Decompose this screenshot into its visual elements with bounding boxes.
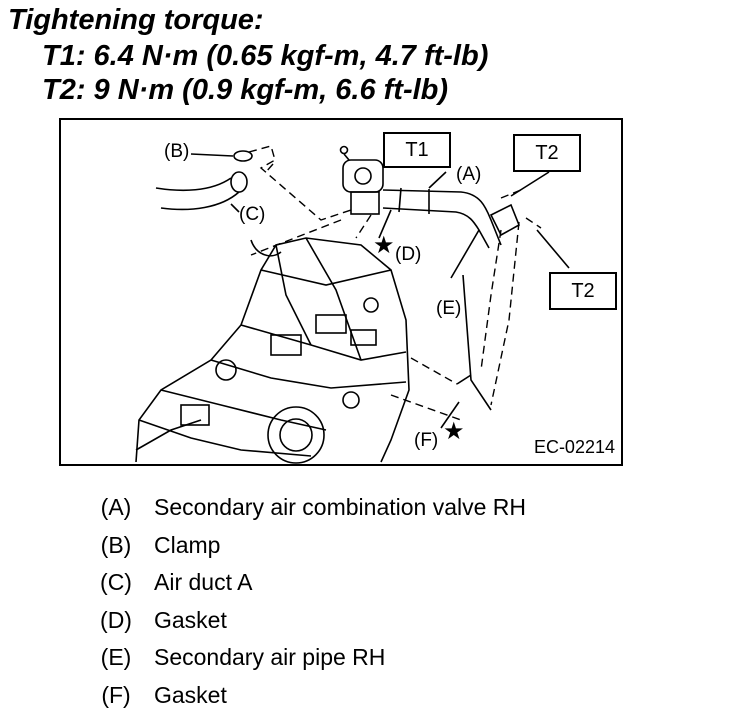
label-b: (B) (164, 141, 190, 162)
star-mark-d: ★ (373, 232, 395, 259)
t1-callout-box: T1 (383, 132, 451, 168)
secondary-air-pipe (382, 189, 502, 246)
legend-text: Clamp (154, 531, 221, 558)
label-d: (D) (395, 244, 422, 265)
label-c: (C) (239, 204, 266, 225)
legend-key: (F) (101, 681, 131, 708)
legend-key: (C) (100, 569, 132, 595)
legend-text: Air duct A (154, 569, 253, 595)
legend-text: Secondary air pipe RH (154, 644, 386, 670)
exploded-view-figure: T1 T2 T2 (B) (C) (A) ★ (D) (E) (F) ★ EC-… (59, 118, 623, 466)
engine-block (135, 237, 410, 463)
legend-key: (A) (100, 494, 132, 520)
label-a: (A) (456, 164, 482, 185)
legend-text: Secondary air combination valve RH (154, 494, 527, 520)
legend-text: Gasket (154, 606, 227, 633)
air-duct-a (155, 177, 232, 192)
engine-drawing (135, 145, 570, 464)
torque-t2-spec: T2: 9 N·m (0.9 kgf-m, 6.6 ft-lb) (42, 74, 449, 106)
t2-callout-box-top: T2 (513, 134, 581, 172)
legend-key: (B) (100, 531, 132, 558)
label-f: (F) (414, 430, 439, 451)
torque-t1-spec: T1: 6.4 N·m (0.65 kgf-m, 4.7 ft-lb) (42, 40, 489, 72)
label-e: (E) (436, 298, 462, 319)
figure-code: EC-02214 (533, 437, 615, 457)
t2-callout-box-bottom: T2 (549, 272, 617, 310)
clamp-b (233, 150, 253, 162)
torque-title: Tightening torque: (8, 4, 264, 36)
star-mark-f: ★ (443, 418, 465, 445)
combination-valve (342, 159, 384, 193)
legend-key: (D) (100, 606, 132, 633)
legend-key: (E) (100, 644, 132, 670)
engine-pulley (267, 406, 325, 464)
legend-text: Gasket (154, 681, 227, 708)
